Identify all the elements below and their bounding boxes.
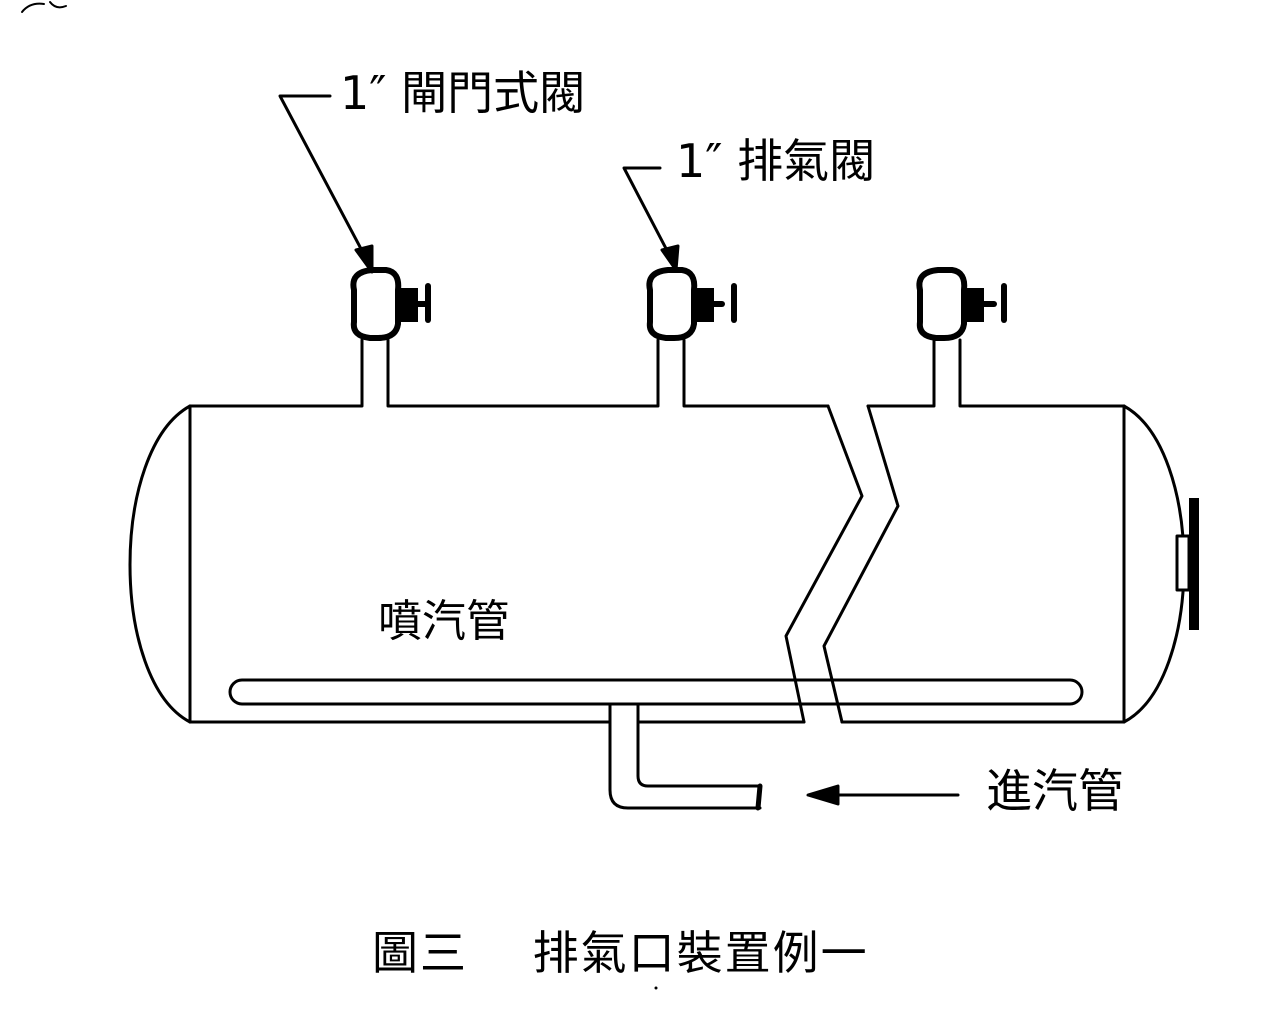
scan-mark [22,2,66,12]
right-flange [1177,536,1189,590]
break-lines [786,406,898,722]
gate-valve [353,270,428,338]
spray-pipe-label: 噴汽管 [378,596,510,647]
left-head [130,406,190,722]
inlet-pipe [610,704,760,808]
third-valve [919,270,1004,338]
inlet-arrow [808,786,958,804]
figure-caption: 圖三 排氣口裝置例一 [372,926,869,980]
gate-valve-leader [280,96,372,272]
gate-valve-label: 1″ 閘門式閥 [340,66,586,120]
vent-valve [649,270,734,338]
tank [130,340,1199,760]
right-head [1124,406,1184,722]
vent-valve-leader [624,168,678,270]
spray-pipe [230,680,1082,704]
inlet-pipe-label: 進汽管 [986,764,1124,818]
scan-dot [654,986,658,990]
vent-valve-label: 1″ 排氣閥 [676,134,876,188]
